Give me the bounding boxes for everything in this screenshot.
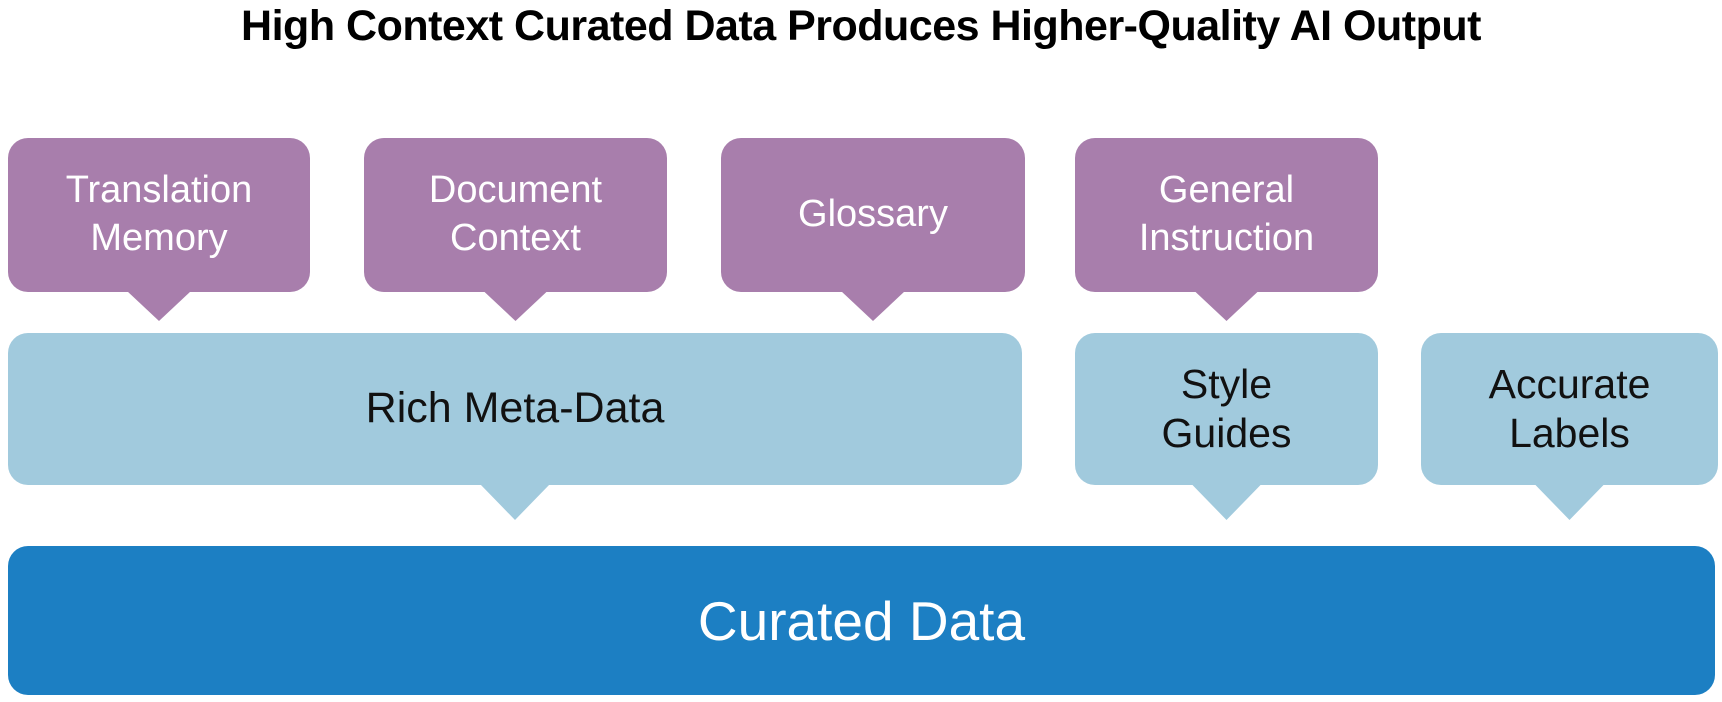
bubble-accurate-labels: Accurate Labels	[1421, 333, 1718, 520]
speech-tail-icon	[841, 291, 905, 321]
speech-tail-icon	[1534, 484, 1605, 520]
bubble-accurate-labels-label: Accurate Labels	[1488, 360, 1651, 456]
bubble-translation-memory: Translation Memory	[8, 138, 310, 321]
curated-data-bar: Curated Data	[8, 546, 1715, 695]
bubble-glossary-label: Glossary	[798, 193, 948, 236]
speech-tail-icon	[1191, 484, 1262, 520]
bubble-style-guides: Style Guides	[1075, 333, 1378, 520]
bubble-general-instruction: General Instruction	[1075, 138, 1378, 321]
bubble-style-guides-label: Style Guides	[1161, 360, 1292, 456]
bubble-document-context-label: Document Context	[428, 169, 603, 259]
bubble-document-context: Document Context	[364, 138, 667, 321]
speech-tail-icon	[480, 484, 550, 520]
bubble-glossary: Glossary	[721, 138, 1025, 321]
speech-tail-icon	[1194, 291, 1259, 321]
diagram-title: High Context Curated Data Produces Highe…	[241, 2, 1481, 50]
bubble-rich-meta-data-label: Rich Meta-Data	[365, 384, 665, 433]
speech-tail-icon	[483, 291, 548, 321]
speech-tail-icon	[127, 291, 191, 321]
curated-data-bar-label: Curated Data	[697, 589, 1026, 652]
bubble-rich-meta-data: Rich Meta-Data	[8, 333, 1022, 520]
bubble-general-instruction-label: General Instruction	[1138, 169, 1315, 259]
bubble-translation-memory-label: Translation Memory	[65, 169, 253, 259]
